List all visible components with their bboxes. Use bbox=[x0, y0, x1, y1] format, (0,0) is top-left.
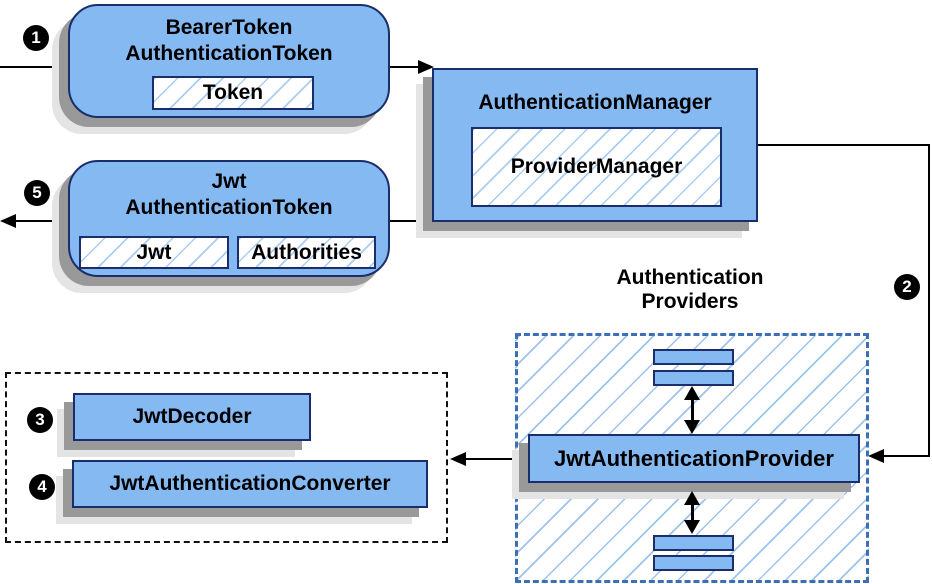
authentication-providers-label-line2: Providers bbox=[641, 290, 739, 313]
jwt-authentication-provider-node: JwtAuthenticationProvider bbox=[528, 434, 860, 483]
bidirectional-arrow-top-shaft bbox=[691, 398, 694, 424]
authentication-manager-node: AuthenticationManager ProviderManager bbox=[432, 68, 758, 222]
authentication-manager-title: AuthenticationManager bbox=[478, 91, 712, 114]
authentication-providers-label: Authentication Providers bbox=[588, 266, 792, 314]
flow-line-bearer-to-manager bbox=[390, 66, 422, 68]
provider-stub-bar bbox=[653, 555, 734, 571]
arrowhead-into-manager-icon bbox=[418, 60, 434, 74]
arrowhead-response-out-icon bbox=[0, 214, 16, 228]
jwt-authentication-token-title: Jwt AuthenticationToken bbox=[125, 170, 333, 219]
bearer-token-title: BearerToken AuthenticationToken bbox=[125, 16, 333, 65]
step-badge-5: 5 bbox=[24, 180, 50, 206]
bidirectional-arrow-bottom-shaft bbox=[691, 503, 694, 523]
step-badge-3: 3 bbox=[27, 407, 53, 433]
bidirectional-arrow-bottom-up-icon bbox=[684, 491, 700, 505]
provider-manager-chip: ProviderManager bbox=[471, 127, 722, 207]
step-badge-4: 4 bbox=[29, 474, 55, 500]
jwt-authentication-token-node: Jwt AuthenticationToken Jwt Authorities bbox=[68, 160, 390, 277]
step-badge-1: 1 bbox=[23, 25, 49, 51]
bidirectional-arrow-top-up-icon bbox=[684, 386, 700, 400]
arrowhead-into-converters-icon bbox=[450, 452, 466, 466]
step-badge-2: 2 bbox=[894, 274, 920, 300]
flow-elbow-top-segment bbox=[758, 144, 930, 146]
flow-line-manager-to-jwt-token bbox=[390, 220, 432, 222]
authorities-chip: Authorities bbox=[237, 236, 376, 269]
flow-elbow-vertical-segment bbox=[928, 144, 930, 457]
flow-line-request-in bbox=[0, 66, 60, 68]
provider-stub-bar bbox=[653, 370, 734, 386]
bidirectional-arrow-top-down-icon bbox=[684, 420, 700, 434]
arrowhead-into-provider-icon bbox=[868, 449, 884, 463]
jwt-authentication-provider-label: JwtAuthenticationProvider bbox=[554, 445, 834, 471]
authentication-providers-box: JwtAuthenticationProvider bbox=[515, 333, 869, 583]
provider-stub-bar bbox=[653, 349, 734, 365]
jwt-chip: Jwt bbox=[79, 236, 229, 269]
bidirectional-arrow-bottom-down-icon bbox=[684, 520, 700, 534]
bearer-token-authentication-token-node: BearerToken AuthenticationToken Token bbox=[68, 4, 390, 118]
flow-elbow-bottom-segment bbox=[882, 455, 930, 457]
jwt-decoder-node: JwtDecoder bbox=[73, 393, 311, 441]
flow-line-response-out bbox=[14, 220, 68, 222]
jwt-authentication-converter-node: JwtAuthenticationConverter bbox=[72, 460, 428, 508]
flow-line-provider-to-converters bbox=[464, 458, 517, 460]
authentication-providers-label-line1: Authentication bbox=[616, 266, 764, 289]
provider-stub-bar bbox=[653, 535, 734, 551]
token-chip: Token bbox=[152, 76, 314, 110]
